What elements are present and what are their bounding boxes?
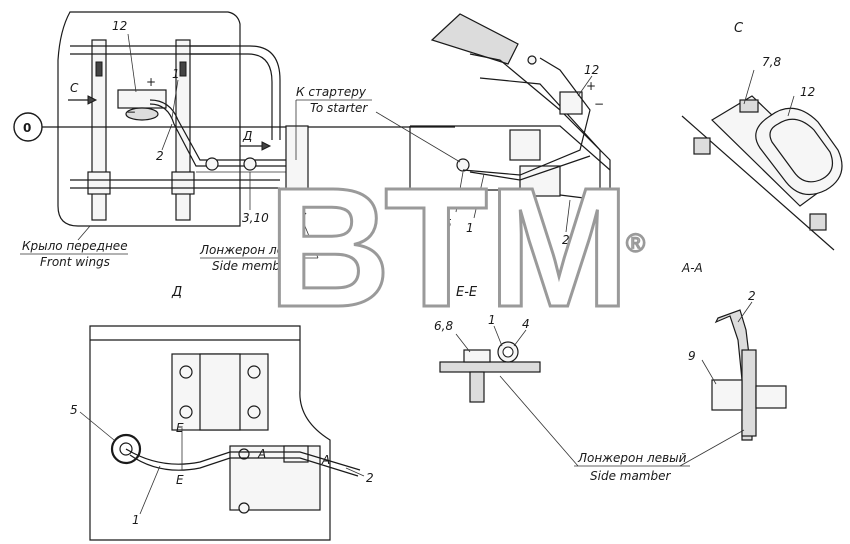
caption-starter-en: To starter: [310, 101, 368, 115]
callout-aa-2: 2: [748, 289, 756, 303]
callout-ee-68: 6,8: [434, 319, 453, 333]
caption-front-wings-ru: Крыло переднее: [22, 239, 128, 253]
watermark-registered: ®: [626, 228, 645, 258]
plus-sign: +: [146, 75, 156, 89]
section-ee: Е-Е 6,8 1 4: [434, 285, 541, 403]
callout-tr-78: 7,8: [762, 55, 781, 69]
view-c-detail: С 7,8 12 А-А: [681, 21, 843, 275]
caption-side-member: Лонжерон левый Side member: [199, 213, 319, 273]
caption-side-mamber-ru: Лонжерон левый: [577, 451, 687, 465]
caption-side-member-ru: Лонжерон левый: [199, 243, 309, 257]
watermark-text: ВТМ: [268, 153, 630, 343]
section-ee-title: Е-Е: [456, 285, 478, 300]
caption-side-mamber: Лонжерон левый Side mamber: [499, 375, 745, 483]
mid-plus-sign: +: [586, 79, 596, 93]
caption-side-member-en: Side member: [212, 259, 294, 273]
cut-e-bottom: Е: [176, 473, 184, 487]
callout-mid-2: 2: [562, 233, 570, 247]
circle-marker-label: 0: [23, 121, 31, 135]
cut-a-right: А: [321, 453, 330, 467]
callout-ee-1: 1: [488, 313, 496, 327]
cut-a-left: А: [257, 447, 266, 461]
callout-aa-9: 9: [688, 349, 696, 363]
arrow-d-label: Д: [242, 129, 252, 143]
callout-bl-5: 5: [70, 403, 78, 417]
caption-front-wings-en: Front wings: [40, 255, 110, 269]
view-d-detail: Д Е Е А А 5 1 2: [70, 285, 374, 541]
section-aa: 2 9: [688, 289, 787, 441]
side-member-left: Д К стартеру To starter: [240, 85, 372, 215]
caption-starter-ru: К стартеру: [296, 85, 367, 99]
callout-mid-5: 5: [444, 217, 452, 231]
cut-e-top: Е: [176, 421, 184, 435]
view-c-front-wing: С 12 1 2 3,10 + −: [57, 11, 290, 227]
caption-front-wings: Крыло переднее Front wings: [20, 225, 128, 269]
view-d-title: Д: [171, 285, 182, 300]
callout-tl-2: 2: [156, 149, 164, 163]
minus-sign: −: [126, 105, 136, 119]
callout-bl-1: 1: [132, 513, 140, 527]
callout-ee-4: 4: [522, 317, 530, 331]
callout-tl-1: 1: [172, 67, 180, 81]
callout-mid-1: 1: [466, 221, 474, 235]
callout-tr-12: 12: [800, 85, 815, 99]
section-aa-title: А-А: [681, 261, 703, 275]
middle-side-view: 12 5 1 2 + −: [375, 13, 611, 247]
callout-bl-2: 2: [366, 471, 374, 485]
reference-marker: 0: [13, 112, 455, 142]
arrow-c-label: С: [70, 81, 79, 95]
view-c-title: С: [734, 21, 744, 36]
callout-tl-12: 12: [112, 19, 127, 33]
mid-minus-sign: −: [594, 97, 604, 111]
callout-tl-310: 3,10: [242, 211, 269, 225]
btm-watermark: ВТМ ®: [267, 152, 646, 345]
callout-mid-12: 12: [584, 63, 599, 77]
caption-side-mamber-en: Side mamber: [590, 469, 671, 483]
